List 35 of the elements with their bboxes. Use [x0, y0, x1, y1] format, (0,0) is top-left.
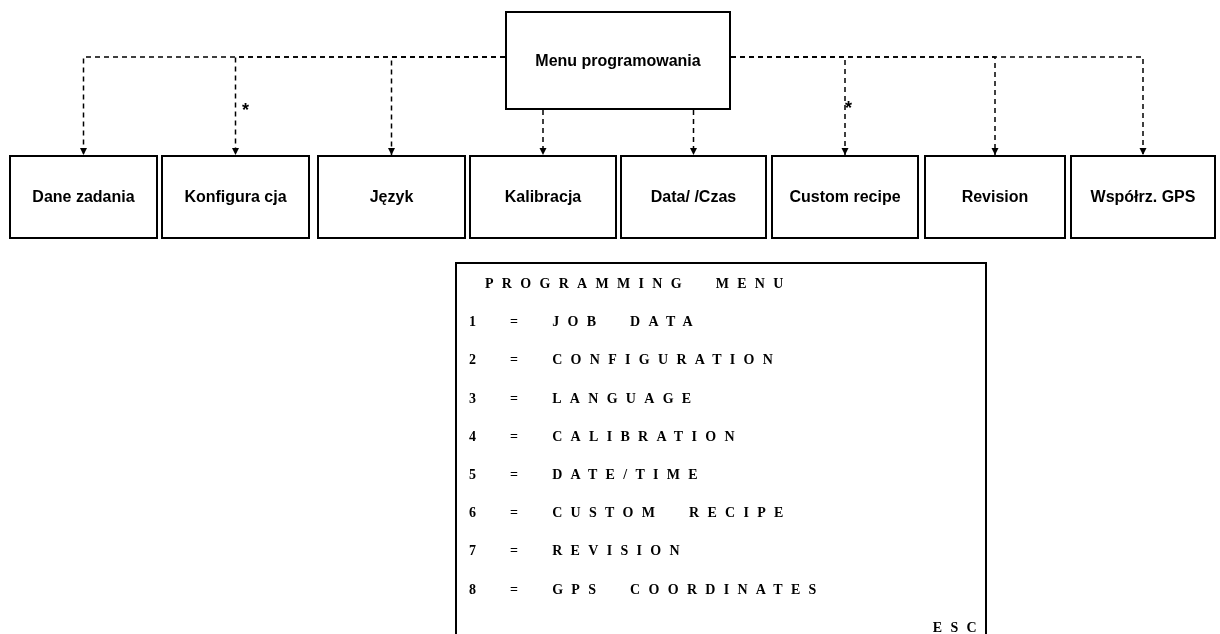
dashed-arrow — [539, 109, 547, 156]
box-label: Data/ /Czas — [649, 187, 738, 207]
asterisk-mark: * — [242, 101, 249, 119]
display-screen — [455, 262, 987, 634]
menu-box — [161, 155, 310, 239]
menu-option: 4 = CALIBRATION — [469, 428, 743, 444]
asterisk-mark: * — [845, 99, 852, 117]
box-label: Język — [368, 187, 415, 207]
menu-box — [924, 155, 1066, 239]
dashed-arrow — [689, 109, 698, 156]
menu-box — [9, 155, 158, 239]
menu-option: 5 = DATE/TIME — [469, 466, 706, 482]
box-label: Konfigura cja — [183, 187, 288, 207]
menu-option: 6 = CUSTOM RECIPE — [469, 505, 792, 521]
box-label: Współrz. GPS — [1089, 187, 1197, 207]
menu-option: 8 = GPS COORDINATES — [469, 581, 825, 597]
box-label: Revision — [960, 187, 1030, 207]
dashed-arrow — [730, 56, 1147, 156]
menu-box — [771, 155, 919, 239]
menu-box — [317, 155, 466, 239]
dashed-arrow — [387, 56, 506, 156]
menu-option: 3 = LANGUAGE — [469, 390, 700, 406]
box-label: Menu programowania — [534, 50, 702, 71]
menu-box — [1070, 155, 1216, 239]
menu-box — [469, 155, 617, 239]
box-label: Custom recipe — [788, 187, 902, 207]
menu-box — [620, 155, 767, 239]
menu-option: 2 = CONFIGURATION — [469, 352, 782, 368]
menu-option: 1 = JOB DATA — [469, 314, 701, 330]
menu-option: ESC — [932, 619, 985, 634]
box-label: Dane zadania — [31, 187, 136, 207]
menu-box — [505, 11, 731, 110]
menu-option: 7 = REVISION — [469, 543, 688, 559]
box-label: Kalibracja — [503, 187, 583, 207]
screen-title: PROGRAMMING MENU — [485, 276, 792, 291]
